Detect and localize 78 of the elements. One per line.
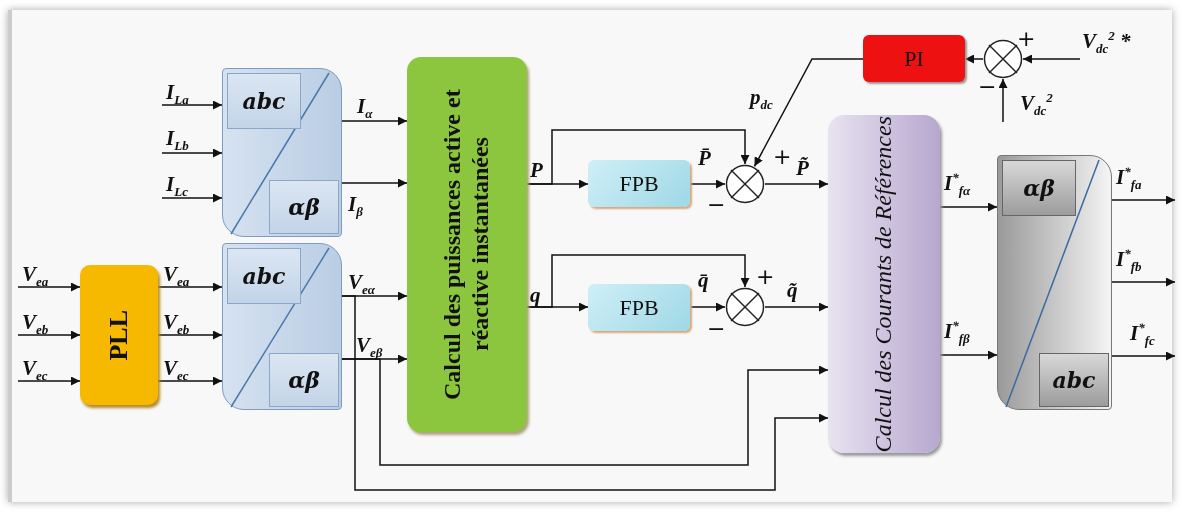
signal-label: q [530, 283, 541, 308]
sign-label: + [773, 146, 792, 168]
signal-label: P̃ [796, 156, 809, 181]
signal-arrow [1111, 277, 1176, 287]
filter-block [588, 284, 690, 331]
signal-arrow [526, 129, 750, 185]
signal-arrow [341, 116, 408, 126]
signal-arrow [964, 54, 984, 64]
transform-label: αβ [269, 353, 339, 407]
signal-label: q̄ [698, 268, 709, 293]
summing-junction [725, 164, 765, 204]
transform-block [222, 243, 342, 410]
filter-block [588, 160, 690, 207]
block-label: PLL [104, 309, 134, 361]
signal-arrow [689, 302, 726, 312]
signal-label: V$_{ea}$ [163, 262, 190, 291]
signal-arrow [17, 282, 81, 292]
signal-arrow [341, 295, 829, 491]
signal-arrow [689, 179, 726, 189]
signal-label: V$_{ec}$ [22, 356, 48, 385]
transform-label: abc [1039, 353, 1109, 407]
sign-label: − [978, 76, 997, 98]
signal-label: V$_{eb}$ [163, 310, 190, 339]
signal-arrow [1111, 351, 1176, 361]
signal-label: V$_{eβ}$ [356, 333, 383, 362]
power-calculation-block [407, 57, 527, 432]
signal-label: I$_{Lb}$ [166, 126, 189, 155]
signal-arrow [157, 330, 223, 340]
signal-label: q̃ [787, 278, 798, 303]
signal-arrow [17, 330, 81, 340]
signal-arrow [161, 148, 223, 158]
signal-arrow [341, 358, 829, 466]
sign-label: + [756, 266, 775, 288]
signal-label: V$_{ec}$ [163, 356, 189, 385]
signal-label: p$_{dc}$ [750, 85, 773, 114]
block-label: FPB [619, 294, 659, 321]
transform-label: αβ [269, 180, 339, 234]
signal-arrow [1022, 54, 1081, 64]
transform-label: abc [227, 248, 301, 304]
signal-arrow [1111, 195, 1176, 205]
block-label: Calcul des puissances active et réactive instantanées [439, 88, 494, 402]
transform-label: abc [227, 73, 301, 129]
sign-label: + [1017, 28, 1036, 50]
signal-label: I$_{La}$ [166, 80, 189, 109]
transform-block [222, 68, 342, 237]
signal-label: V$_{dc}$$^{2}$ * [1082, 28, 1131, 58]
signal-label: V$_{eb}$ [22, 310, 49, 339]
sign-label: − [707, 318, 726, 340]
signal-arrow [161, 100, 223, 110]
summing-junction [725, 287, 765, 327]
block-label: Calcul des Courants de Références [870, 115, 898, 453]
signal-arrow [764, 302, 829, 312]
signal-arrow [939, 350, 998, 360]
transform-block [997, 155, 1112, 410]
signal-label: P [530, 158, 543, 183]
signal-label: V$_{ea}$ [22, 262, 49, 291]
reference-current-block [828, 115, 940, 453]
signal-arrow [764, 179, 829, 189]
signal-arrow [341, 178, 408, 188]
sign-label: − [707, 194, 726, 216]
block-label: PI [904, 45, 924, 72]
signal-arrow [526, 254, 750, 308]
signal-label: I$_{Lc}$ [166, 172, 188, 201]
signal-label: I$_{β}$ [348, 192, 363, 221]
block-label: FPB [619, 170, 659, 197]
signal-label: P̄ [698, 146, 711, 171]
signal-arrow [998, 78, 1008, 123]
signal-arrow [753, 58, 864, 168]
transform-label: αβ [1002, 160, 1076, 216]
signal-arrow [939, 202, 998, 212]
signal-arrow [161, 193, 223, 203]
signal-label: V$_{eα}$ [348, 270, 375, 299]
signal-arrow [17, 376, 81, 386]
pll-block [80, 265, 158, 405]
pi-controller-block [863, 35, 965, 82]
signal-label: I$_{α}$ [357, 94, 373, 123]
signal-arrow [157, 376, 223, 386]
signal-arrow [157, 282, 223, 292]
